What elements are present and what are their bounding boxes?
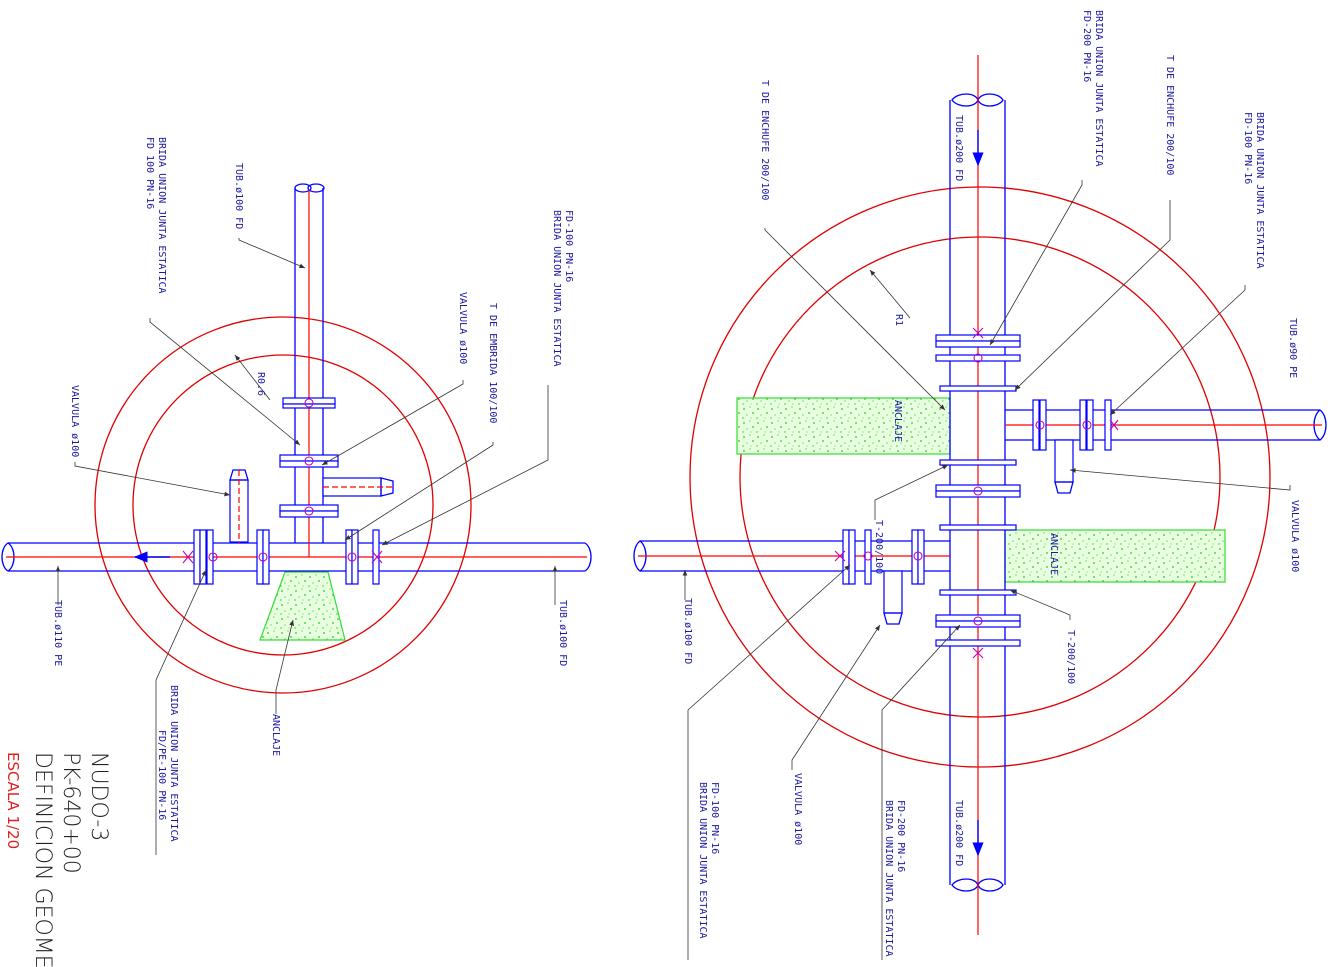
left-anclaje-block xyxy=(259,571,346,641)
label-fd100-top-brida: BRIDA UNION JUNTA ESTATICA xyxy=(551,210,562,367)
left-horizontal-flanges xyxy=(182,529,383,585)
label-tub110-pe: TUB.ø110 PE xyxy=(52,600,63,666)
title-pk: PK-640+00 xyxy=(58,752,83,874)
title-escala: ESCALA 1/20 xyxy=(4,752,22,849)
left-top-valve xyxy=(322,477,394,497)
label-brida-fd200-2: FD-200 PN-16 xyxy=(1081,10,1092,82)
label-anclaje-upper: ANCLAJE xyxy=(892,400,903,442)
right-inner-ring xyxy=(739,236,1221,718)
left-side-valve xyxy=(229,469,249,543)
label-fd100-pn16: FD 100 PN-16 xyxy=(144,137,155,209)
label-t-enchufe-left: T DE ENCHUFE 200/100 xyxy=(759,80,770,200)
label-fd100-brida: BRIDA UNION JUNTA ESTATICA xyxy=(156,137,167,294)
label-brida-fd200-1: BRIDA UNION JUNTA ESTATICA xyxy=(1093,10,1104,167)
label-fd200-bottom-1: FD-200 PN-16 xyxy=(895,800,906,872)
label-t-embrida: T DE EMBRIDA 100/100 xyxy=(487,303,498,423)
label-brida-fdpe-2: FD/PE-100 PN-16 xyxy=(156,730,167,820)
left-inner-ring xyxy=(132,354,434,656)
right-node: BRIDA UNION JUNTA ESTATICA FD-200 PN-16 … xyxy=(633,10,1327,960)
label-t200-left: T-200/100 xyxy=(873,520,884,574)
label-fd200-bottom-2: BRIDA UNION JUNTA ESTATICA xyxy=(883,800,894,957)
label-valvula-right: VALVULA ø100 xyxy=(1289,500,1300,572)
label-tub100-fd-top: TUB.ø100 FD xyxy=(233,163,244,229)
right-leaders xyxy=(682,180,1291,960)
label-tub90-pe: TUB.ø90 PE xyxy=(1287,318,1298,378)
left-node: FD 100 PN-16 BRIDA UNION JUNTA ESTATICA … xyxy=(1,137,592,855)
title-block: NUDO-3 PK-640+00 DEFINICION GEOME ESCALA… xyxy=(4,752,111,967)
right-anclaje-upper xyxy=(736,397,951,455)
right-vertical-flanges xyxy=(935,327,1021,659)
label-anclaje-lower: ANCLAJE xyxy=(1048,533,1059,575)
label-valvula-left: VALVULA ø100 xyxy=(69,385,80,457)
label-anclaje-left: ANCLAJE xyxy=(270,714,281,756)
label-tub200-bottom: TUB.ø200 FD xyxy=(953,800,964,866)
title-definicion: DEFINICION GEOME xyxy=(30,752,55,967)
title-nudo: NUDO-3 xyxy=(86,752,111,841)
label-fd100-bottom-2: BRIDA UNION JUNTA ESTATICA xyxy=(697,782,708,939)
right-left-branch-pipe xyxy=(633,529,950,625)
label-t200-right: T-200/100 xyxy=(1065,630,1076,684)
label-fd100-bottom-1: FD-100 PN-16 xyxy=(709,782,720,854)
label-tub100-fd-left: TUB.ø100 FD xyxy=(682,598,693,664)
right-labels: BRIDA UNION JUNTA ESTATICA FD-200 PN-16 … xyxy=(682,10,1300,957)
label-valvula-top: VALVULA ø100 xyxy=(457,292,468,364)
label-tub200-top: TUB.ø200 FD xyxy=(953,115,964,181)
left-vertical-pipe xyxy=(294,183,325,557)
label-tub100-fd-right: TUB.ø100 FD xyxy=(557,600,568,666)
left-labels: FD 100 PN-16 BRIDA UNION JUNTA ESTATICA … xyxy=(52,137,574,842)
right-branch-pipe xyxy=(1005,399,1327,494)
left-outer-ring xyxy=(94,316,472,694)
label-fd100-top-pn16: FD-100 PN-16 xyxy=(563,210,574,282)
label-radius-r06: R0.6 xyxy=(255,372,266,396)
label-brida-fdpe-1: BRIDA UNION JUNTA ESTATICA xyxy=(168,685,179,842)
left-vertical-flanges xyxy=(279,397,339,518)
right-anclaje-lower xyxy=(1004,529,1226,583)
label-brida-fd100-2: FD-100 PN-16 xyxy=(1242,112,1253,184)
label-brida-fd100-1: BRIDA UNION JUNTA ESTATICA xyxy=(1254,112,1265,269)
left-leaders xyxy=(55,238,558,855)
label-valvula-bottom: VALVULA ø100 xyxy=(792,773,803,845)
label-radius-r1: R1 xyxy=(893,314,904,326)
left-horizontal-pipe xyxy=(1,542,592,572)
label-t-enchufe-right: T DE ENCHUFE 200/100 xyxy=(1164,55,1175,175)
right-outer-ring xyxy=(689,186,1271,768)
